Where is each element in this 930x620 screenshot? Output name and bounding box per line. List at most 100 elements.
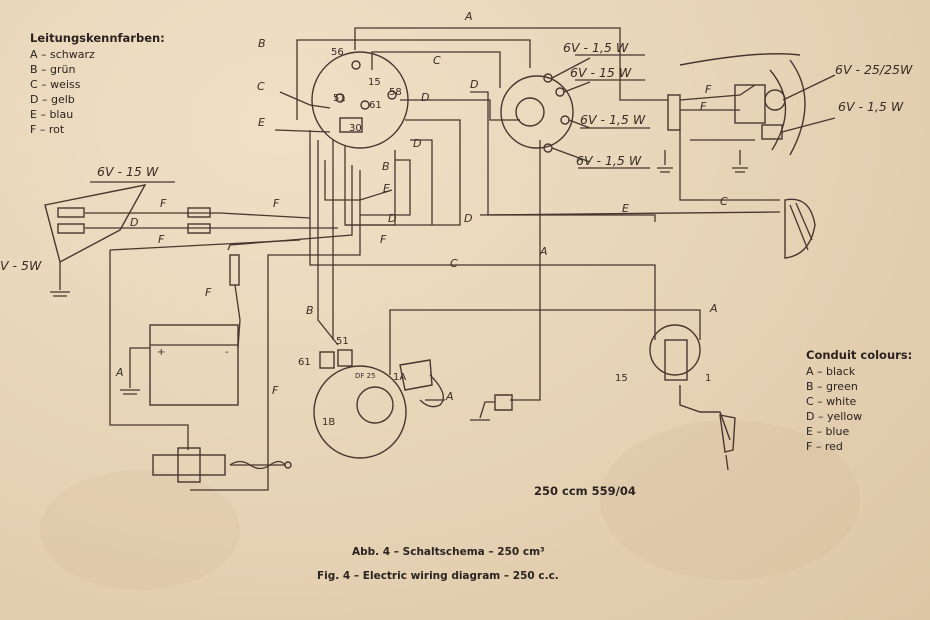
regulator	[152, 447, 292, 483]
switch-terminal-30: 30	[349, 123, 362, 134]
wire-label: D	[130, 216, 138, 229]
wire-label: C	[450, 257, 458, 270]
wire-f-low	[190, 170, 361, 491]
wire-label: B	[382, 160, 390, 173]
speedo-lamp-rating-4: 6V - 1,5 W	[576, 153, 642, 168]
wire-label: A	[539, 245, 548, 258]
wire-labels: A B C E C D D D B E D F F D E C F F C A …	[115, 10, 728, 403]
legend-english-item: A – black	[806, 365, 856, 378]
legend-english-item: F – red	[806, 440, 843, 453]
switch-terminal-58: 58	[389, 87, 402, 98]
wire-label: F	[158, 233, 165, 246]
wire-a-right	[510, 140, 541, 401]
wire-label: C	[433, 54, 441, 67]
legend-german-item: A – schwarz	[30, 48, 95, 61]
caption-german: Abb. 4 – Schaltschema – 250 cm³	[352, 546, 545, 558]
speedo-lamp-rating-1: 6V - 1,5 W	[563, 40, 629, 55]
legend-german-item: F – rot	[30, 123, 65, 136]
headlamp: 6V - 25/25W 6V - 1,5 W	[657, 53, 913, 173]
wire-label: F	[160, 197, 167, 210]
battery: + -	[120, 324, 239, 406]
fuse	[229, 254, 240, 286]
switch-terminal-61: 61	[369, 100, 382, 111]
wire-label: C	[257, 80, 265, 93]
wire-a-top	[354, 27, 668, 101]
legend-german: Leitungskennfarben: A – schwarz B – grün…	[30, 31, 165, 137]
generator-terminal-1a: 1A	[393, 372, 406, 383]
coil-terminal-1: 1	[705, 373, 711, 384]
wire-b-top	[296, 39, 531, 120]
legend-german-title: Leitungskennfarben:	[30, 31, 165, 45]
legend-german-item: D – gelb	[30, 93, 75, 106]
wire-label: A	[115, 366, 124, 379]
spark-plug	[470, 394, 513, 421]
wire-c-top	[371, 51, 501, 88]
headlamp-main-rating: 6V - 25/25W	[835, 62, 913, 77]
ignition-switch: 56 15 51 61 58 30	[311, 47, 409, 149]
generator-terminal-51: 51	[336, 336, 349, 347]
wire-d-speedo	[400, 99, 520, 121]
legend-english-item: D – yellow	[806, 410, 863, 423]
wire-e-branch	[360, 159, 411, 216]
tail-lamp: 6V - 15 W V - 5W	[0, 164, 211, 297]
wire-label: A	[445, 390, 454, 403]
battery-plus-terminal: +	[157, 347, 165, 358]
wire-label: D	[413, 137, 421, 150]
caption-english: Fig. 4 – Electric wiring diagram – 250 c…	[317, 570, 559, 582]
legend-english-title: Conduit colours:	[806, 348, 913, 362]
model-code: 250 ccm 559/04	[534, 484, 636, 498]
speedo-lamp-rating-2: 6V - 15 W	[570, 65, 632, 80]
speedometer-lamps: 6V - 1,5 W 6V - 15 W 6V - 1,5 W 6V - 1,5…	[500, 40, 650, 169]
wire-label: F	[272, 384, 279, 397]
wire-label: D	[421, 91, 429, 104]
ignition-coil: 15 1	[615, 324, 736, 471]
generator-terminal-61: 61	[298, 357, 311, 368]
generator-terminal-1b: 1B	[322, 417, 335, 428]
wire-label: C	[720, 195, 728, 208]
switch-terminal-51: 51	[333, 93, 346, 104]
legend-german-item: C – weiss	[30, 78, 81, 91]
wire-label: B	[258, 37, 266, 50]
wire-label: F	[273, 197, 280, 210]
wire-label: D	[470, 78, 478, 91]
legend-german-item: B – grün	[30, 63, 76, 76]
wire-label: F	[380, 233, 387, 246]
legend-english-item: E – blue	[806, 425, 850, 438]
wire-label: E	[383, 182, 390, 195]
wire-f-tail3	[109, 239, 301, 251]
horn-button	[784, 198, 816, 259]
wire-a-batt	[129, 347, 150, 380]
coil-terminal-15: 15	[615, 373, 628, 384]
wire-label: B	[306, 304, 314, 317]
switch-terminal-15: 15	[368, 77, 381, 88]
rear-lamp-small-rating: V - 5W	[0, 258, 42, 273]
wire-label: A	[709, 302, 718, 315]
wire-b-low	[317, 140, 339, 346]
legend-english-item: B – green	[806, 380, 858, 393]
wire-label: D	[388, 212, 396, 225]
legend-english: Conduit colours: A – black B – green C –…	[806, 348, 912, 454]
generator: 61 51 1A 1B DF 25	[298, 336, 444, 459]
wire-d-switch	[345, 119, 461, 226]
wire-label: A	[464, 10, 473, 23]
wire-f-head1	[679, 84, 756, 101]
paper-stain	[600, 420, 860, 580]
headlamp-pilot-rating: 6V - 1,5 W	[838, 99, 904, 114]
wire-e-left	[274, 129, 331, 133]
rear-lamp-rating: 6V - 15 W	[97, 164, 159, 179]
legend-english-item: C – white	[806, 395, 857, 408]
wire-d-switch2	[410, 139, 433, 225]
hv-cable	[679, 385, 731, 441]
wire-c-under	[309, 130, 656, 340]
battery-minus-terminal: -	[225, 347, 229, 358]
wire-label: F	[705, 83, 712, 96]
wire-label: F	[205, 286, 212, 299]
wire-e-mid	[324, 160, 393, 201]
wire-label: F	[700, 100, 707, 113]
wire-f-tail	[85, 212, 311, 219]
generator-terminal-dfc: DF 25	[355, 372, 376, 380]
wire-c-left	[279, 91, 331, 109]
speedo-lamp-rating-3: 6V - 1,5 W	[580, 112, 646, 127]
